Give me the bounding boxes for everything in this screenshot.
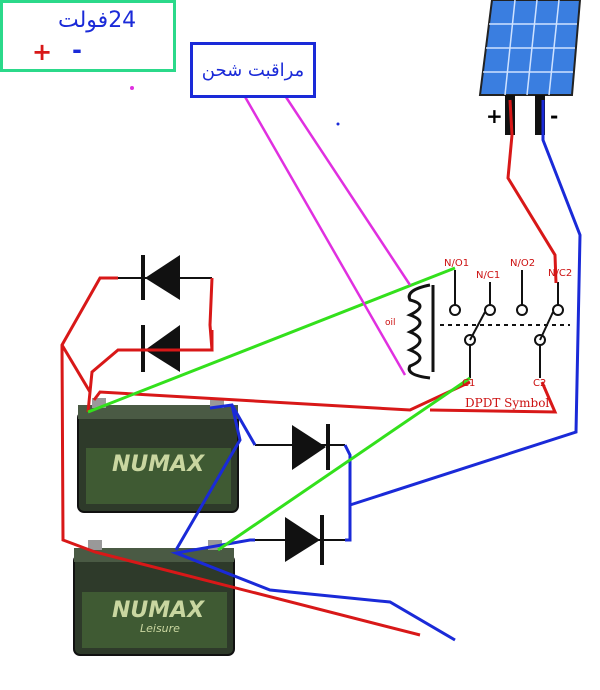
positive-wires — [60, 99, 558, 637]
coil-wires — [242, 87, 412, 376]
battery-lower-sub: Leisure — [140, 622, 180, 635]
output-voltage-label: 24فولت — [58, 8, 137, 33]
label-c2: C2 — [533, 378, 547, 389]
relay-dpdt — [406, 270, 570, 380]
label-no2: N/O2 — [510, 258, 536, 269]
label-coil: oil — [385, 318, 396, 328]
negative-wires — [170, 100, 582, 642]
output-voltage-box: 24فولت + - — [0, 0, 176, 72]
output-plus-label: + — [32, 38, 53, 66]
output-minus-label: - — [72, 36, 82, 64]
charge-monitor-label-box: مراقبت شحن — [190, 42, 316, 98]
battery-upper — [77, 398, 239, 513]
diode-upper — [118, 255, 212, 300]
diode-right-lower — [255, 515, 345, 565]
panel-minus-label: - — [550, 104, 559, 128]
label-nc2: N/C2 — [548, 268, 573, 279]
diode-right-upper — [255, 424, 345, 470]
battery-lower — [73, 540, 235, 656]
dpdt-symbol-label: DPDT Symbol — [465, 396, 550, 410]
control-wires — [87, 266, 471, 552]
label-no1: N/O1 — [444, 258, 470, 269]
panel-plus-label: + — [486, 104, 503, 128]
label-c1: C1 — [462, 378, 476, 389]
battery-upper-brand: NUMAX — [112, 452, 205, 477]
charge-monitor-label: مراقبت شحن — [201, 59, 305, 81]
battery-lower-brand: NUMAX — [112, 598, 205, 623]
label-nc1: N/C1 — [476, 270, 501, 281]
